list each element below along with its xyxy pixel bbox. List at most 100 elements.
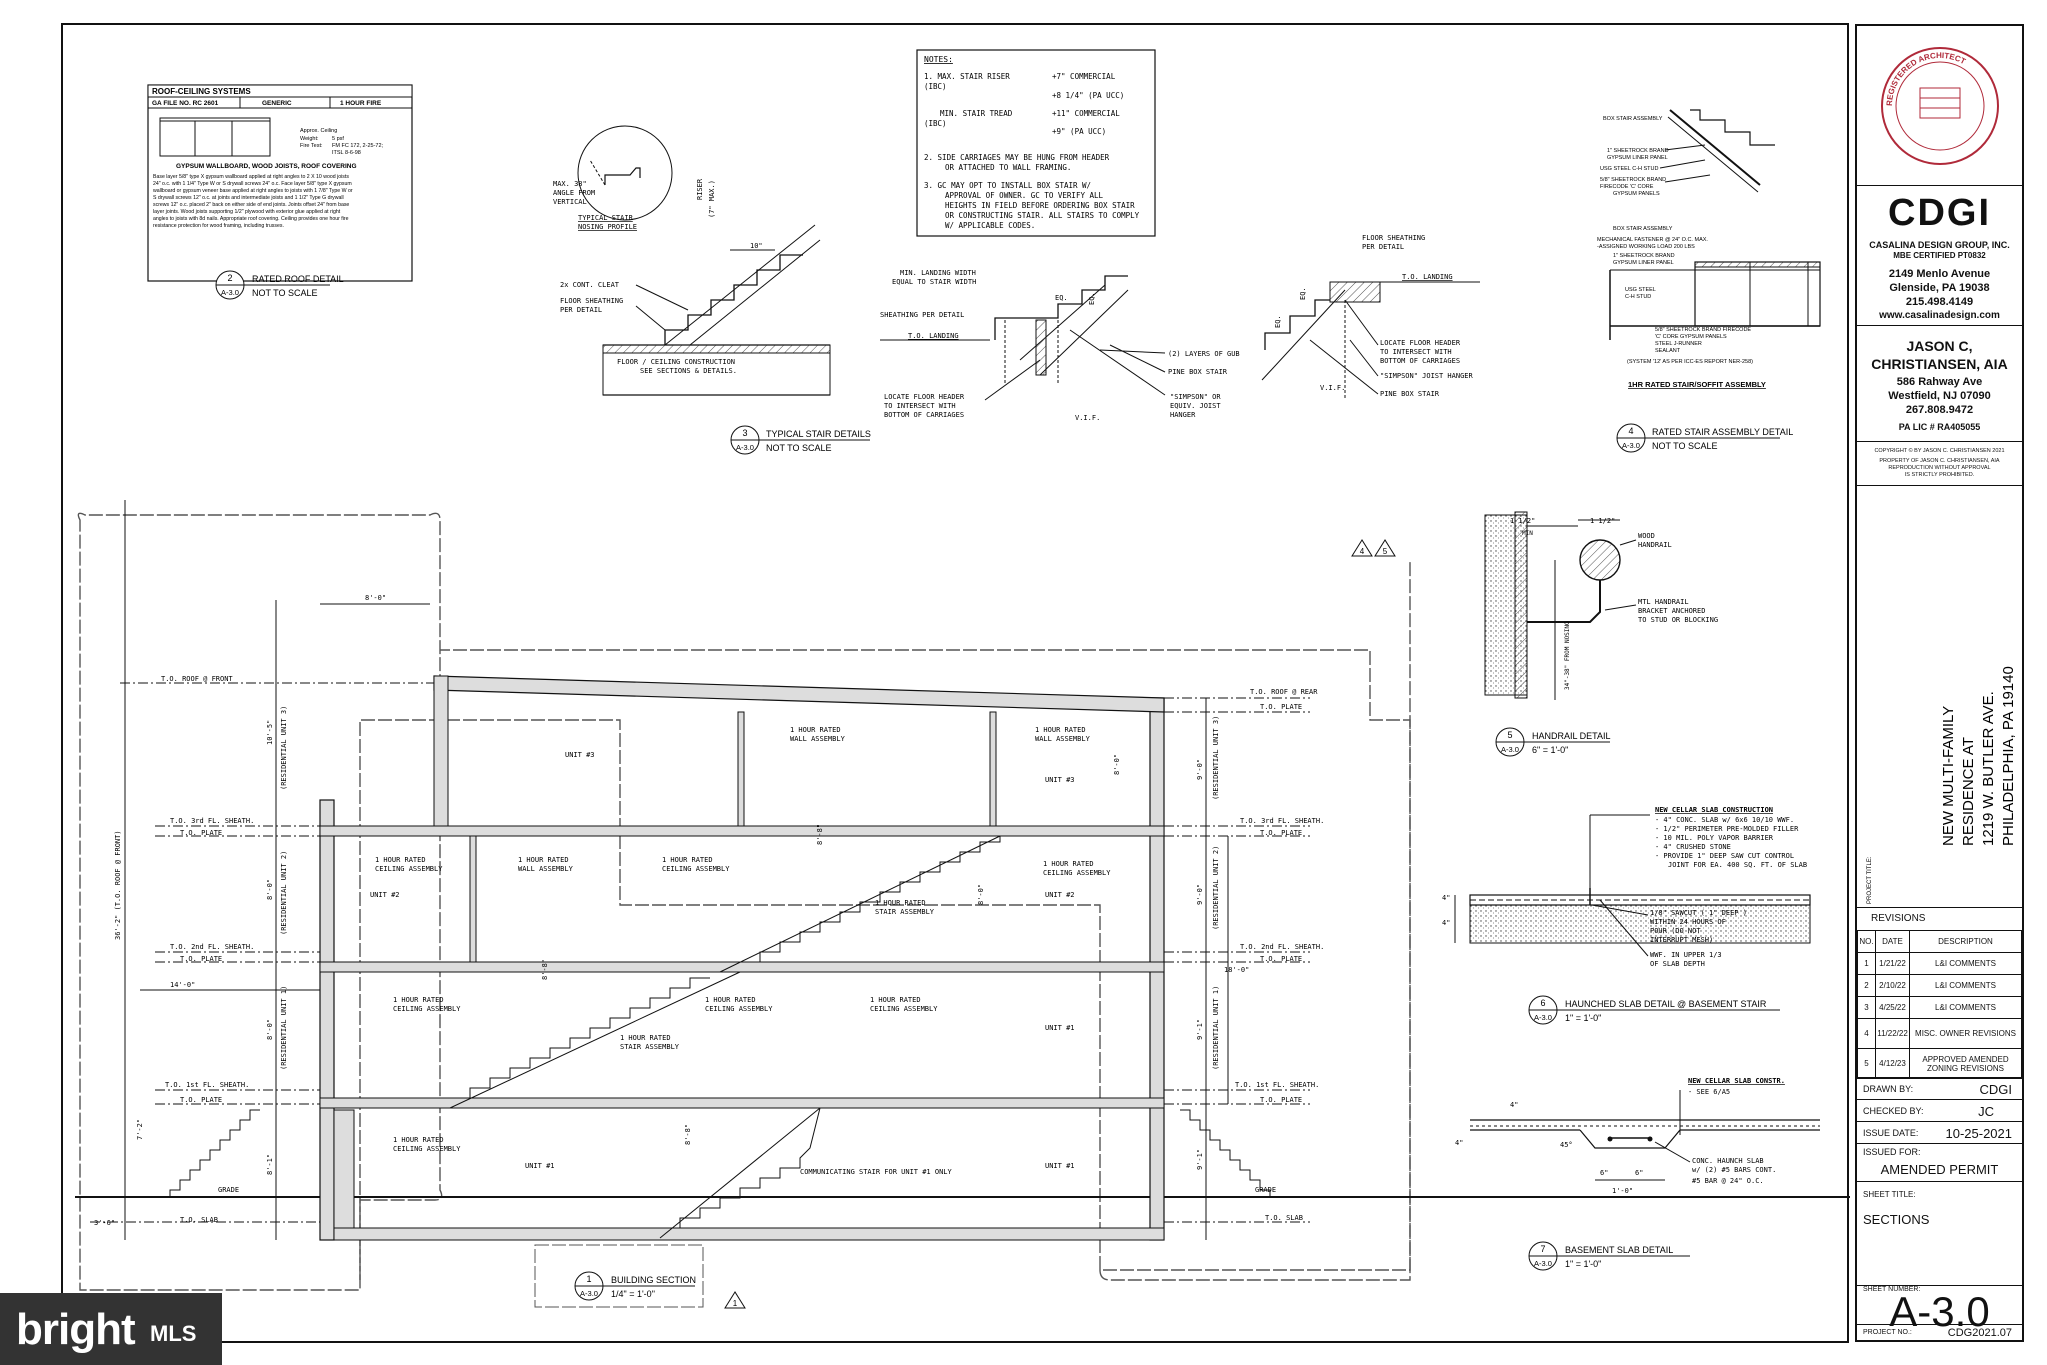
svg-text:1'-0": 1'-0"	[1612, 1187, 1633, 1195]
firm-address2: Glenside, PA 19038	[1889, 282, 1990, 294]
svg-text:1 HOUR RATED: 1 HOUR RATED	[393, 1136, 444, 1144]
project-title-block: NEW MULTI-FAMILY RESIDENCE AT 1219 W. BU…	[1857, 486, 2022, 908]
svg-text:1" = 1'-0": 1" = 1'-0"	[1565, 1259, 1601, 1269]
svg-text:T.O. PLATE: T.O. PLATE	[1260, 955, 1302, 963]
svg-text:CEILING ASSEMBLY: CEILING ASSEMBLY	[705, 1005, 773, 1013]
svg-text:UNIT #3: UNIT #3	[1045, 776, 1075, 784]
svg-text:MIN. LANDING WIDTH: MIN. LANDING WIDTH	[900, 269, 976, 277]
svg-text:4": 4"	[1442, 894, 1450, 902]
svg-text:1/4" = 1'-0": 1/4" = 1'-0"	[611, 1289, 655, 1299]
svg-text:EQ.: EQ.	[1274, 315, 1282, 328]
svg-text:1 HOUR RATED: 1 HOUR RATED	[790, 726, 841, 734]
svg-text:#5 BAR @ 24" O.C.: #5 BAR @ 24" O.C.	[1692, 1177, 1764, 1185]
svg-text:CONC. HAUNCH SLAB: CONC. HAUNCH SLAB	[1692, 1157, 1764, 1165]
svg-text:6" = 1'-0": 6" = 1'-0"	[1532, 745, 1568, 755]
svg-text:1 HOUR RATED: 1 HOUR RATED	[1035, 726, 1086, 734]
svg-text:+7" COMMERCIAL: +7" COMMERCIAL	[1052, 72, 1116, 81]
svg-text:FLOOR SHEATHING: FLOOR SHEATHING	[1362, 234, 1425, 242]
svg-text:8'-8": 8'-8"	[541, 959, 549, 980]
svg-text:NOT TO SCALE: NOT TO SCALE	[1652, 441, 1718, 451]
svg-text:CEILING ASSEMBLY: CEILING ASSEMBLY	[662, 865, 730, 873]
svg-text:NOTES:: NOTES:	[924, 55, 953, 64]
svg-text:INTERRUPT MESH): INTERRUPT MESH)	[1650, 936, 1713, 944]
svg-text:TYPICAL STAIR: TYPICAL STAIR	[578, 214, 634, 222]
svg-text:1" = 1'-0": 1" = 1'-0"	[1565, 1013, 1601, 1023]
svg-text:TYPICAL STAIR DETAILS: TYPICAL STAIR DETAILS	[766, 429, 871, 439]
detail-tag-3: 3 A-3.0 TYPICAL STAIR DETAILS NOT TO SCA…	[730, 425, 871, 455]
svg-text:STAIR ASSEMBLY: STAIR ASSEMBLY	[620, 1043, 680, 1051]
svg-text:UNIT #1: UNIT #1	[1045, 1024, 1075, 1032]
sheet-border	[61, 23, 1849, 1343]
notes-box: NOTES: 1. MAX. STAIR RISER (IBC) +7" COM…	[916, 49, 1156, 237]
svg-text:T.O. PLATE: T.O. PLATE	[180, 955, 222, 963]
svg-text:1: 1	[733, 1299, 738, 1308]
svg-text:6": 6"	[1600, 1169, 1608, 1177]
handrail-detail: 1 1/2" 1 1/2" MIN WOOD HANDRAIL MTL HAND…	[1484, 511, 1718, 700]
svg-text:- 4" CONC. SLAB w/ 6x6 10/10 W: - 4" CONC. SLAB w/ 6x6 10/10 WWF.	[1655, 816, 1794, 824]
svg-text:RATED ROOF DETAIL: RATED ROOF DETAIL	[252, 274, 344, 284]
svg-text:OF SLAB DEPTH: OF SLAB DEPTH	[1650, 960, 1705, 968]
firm-name: CASALINA DESIGN GROUP, INC.	[1869, 240, 2010, 250]
svg-text:A-3.0: A-3.0	[580, 1289, 598, 1298]
svg-text:WITHIN 24 HOURS OF: WITHIN 24 HOURS OF	[1650, 918, 1726, 926]
svg-text:1 HOUR RATED: 1 HOUR RATED	[870, 996, 921, 1004]
svg-text:T.O. LANDING: T.O. LANDING	[1402, 273, 1453, 281]
architect-seal: REGISTERED ARCHITECT	[1881, 47, 1999, 165]
svg-text:- 1/2" PERIMETER PRE-MOLDED FI: - 1/2" PERIMETER PRE-MOLDED FILLER	[1655, 825, 1799, 833]
svg-text:LOCATE FLOOR HEADER: LOCATE FLOOR HEADER	[884, 393, 965, 401]
svg-text:9'-1": 9'-1"	[1196, 1019, 1204, 1040]
svg-text:GRADE: GRADE	[1255, 1186, 1276, 1194]
svg-text:ANGLE FROM: ANGLE FROM	[553, 189, 595, 197]
sheet-number-row: SHEET NUMBER: A-3.0	[1857, 1286, 2022, 1335]
svg-text:T.O. ROOF @ REAR: T.O. ROOF @ REAR	[1250, 688, 1318, 696]
svg-text:3'-6": 3'-6"	[94, 1219, 115, 1227]
svg-text:FIRECODE 'C' CORE: FIRECODE 'C' CORE	[1600, 184, 1654, 190]
svg-text:Fire Test:: Fire Test:	[300, 143, 323, 149]
svg-text:NOT TO SCALE: NOT TO SCALE	[252, 288, 318, 298]
svg-text:+11" COMMERCIAL: +11" COMMERCIAL	[1052, 109, 1120, 118]
svg-text:CEILING ASSEMBLY: CEILING ASSEMBLY	[870, 1005, 938, 1013]
architect-address2: Westfield, NJ 07090	[1888, 390, 1991, 402]
watermark-brand: bright	[16, 1305, 136, 1354]
svg-text:- SEE 6/A5: - SEE 6/A5	[1688, 1088, 1730, 1096]
svg-text:TO INTERSECT WITH: TO INTERSECT WITH	[1380, 348, 1452, 356]
svg-text:1: 1	[586, 1274, 591, 1284]
svg-text:1 HOUR RATED: 1 HOUR RATED	[518, 856, 569, 864]
svg-text:45°: 45°	[1560, 1141, 1573, 1149]
svg-text:APPROVAL OF OWNER. GC TO VERI: APPROVAL OF OWNER. GC TO VERIFY ALL	[945, 191, 1104, 200]
architect-block: JASON C, CHRISTIANSEN, AIA 586 Rahway Av…	[1857, 326, 2022, 442]
svg-text:8'-0": 8'-0"	[266, 879, 274, 900]
svg-text:T.O. 1st FL. SHEATH.: T.O. 1st FL. SHEATH.	[165, 1081, 249, 1089]
svg-text:CEILING ASSEMBLY: CEILING ASSEMBLY	[375, 865, 443, 873]
svg-text:8'-0": 8'-0"	[977, 884, 985, 905]
detail-tag-6: 6 A-3.0 HAUNCHED SLAB DETAIL @ BASEMENT …	[1528, 995, 1780, 1025]
svg-text:2: 2	[227, 273, 232, 283]
firm-website: www.casalinadesign.com	[1879, 310, 2000, 321]
svg-text:7: 7	[1540, 1244, 1545, 1254]
architect-name1: JASON C,	[1906, 338, 1973, 354]
svg-text:(7" MAX.): (7" MAX.)	[708, 180, 716, 218]
svg-text:6": 6"	[1635, 1169, 1643, 1177]
brightmls-watermark: bright MLS	[0, 1293, 222, 1365]
svg-text:(RESIDENTIAL UNIT 3): (RESIDENTIAL UNIT 3)	[1212, 716, 1220, 800]
detail-tag-4: 4 A-3.0 RATED STAIR ASSEMBLY DETAIL NOT …	[1616, 423, 1793, 453]
architect-seal-area: REGISTERED ARCHITECT	[1857, 26, 2022, 186]
svg-text:A-3.0: A-3.0	[1534, 1013, 1552, 1022]
svg-text:(RESIDENTIAL UNIT 1): (RESIDENTIAL UNIT 1)	[1212, 986, 1220, 1070]
svg-text:BOTTOM OF CARRIAGES: BOTTOM OF CARRIAGES	[884, 411, 964, 419]
svg-text:SEE SECTIONS & DETAILS.: SEE SECTIONS & DETAILS.	[640, 367, 737, 375]
svg-text:T.O. SLAB: T.O. SLAB	[1265, 1214, 1303, 1222]
svg-text:layer joints. Wood joists supp: layer joints. Wood joists supporting 1/2…	[153, 209, 341, 215]
svg-text:JOINT FOR EA. 400 SQ. FT. OF S: JOINT FOR EA. 400 SQ. FT. OF SLAB	[1668, 861, 1807, 869]
firm-phone: 215.498.4149	[1905, 296, 1974, 308]
svg-text:3: 3	[742, 428, 747, 438]
svg-text:S drywall screws 12" o.c. at j: S drywall screws 12" o.c. at joints and …	[153, 195, 344, 201]
firm-logo: CDGI	[1888, 192, 1991, 234]
rated-stair-assembly-detail: BOX STAIR ASSEMBLY 1" SHEETROCK BRAND GY…	[1597, 109, 1821, 389]
svg-text:UNIT #2: UNIT #2	[1045, 891, 1075, 899]
